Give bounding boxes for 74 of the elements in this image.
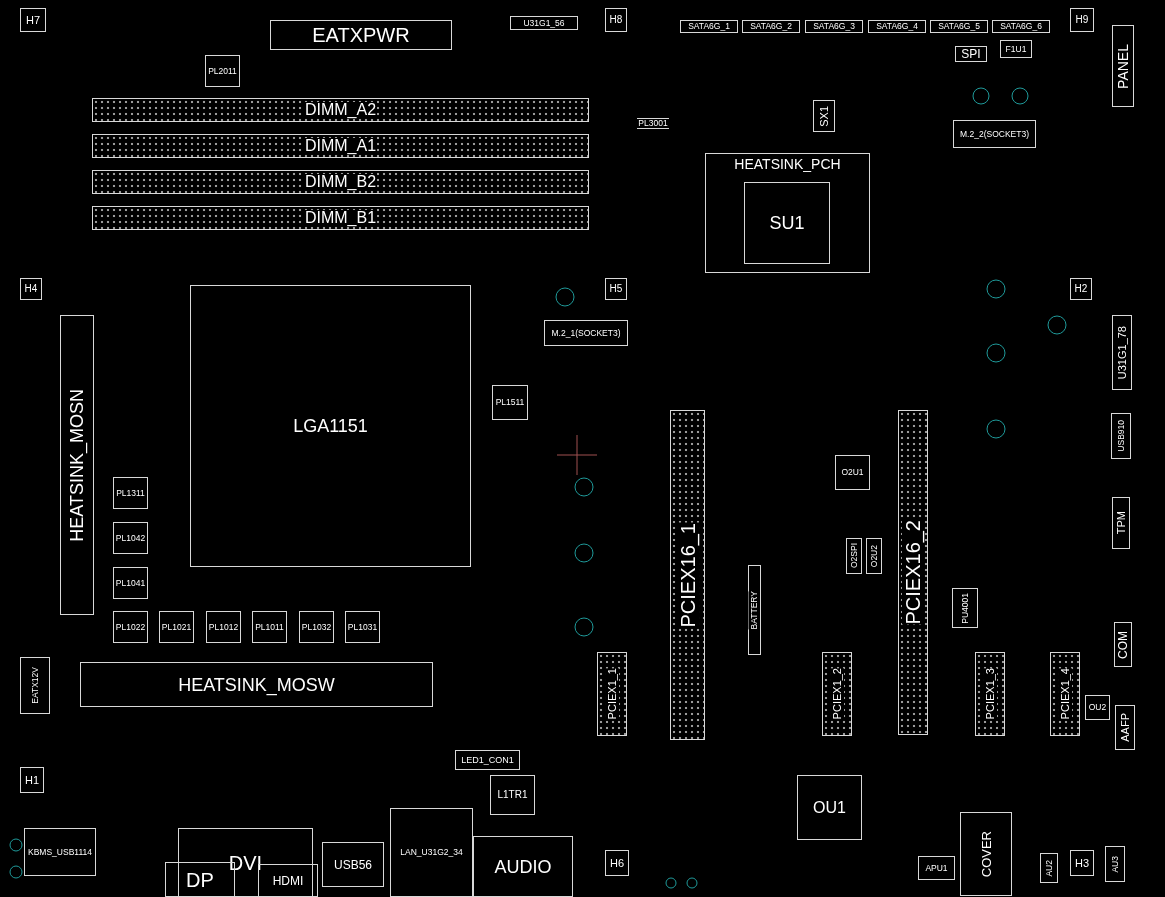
chip: AU3 bbox=[1105, 846, 1125, 882]
sata-connector: SATA6G_4 bbox=[868, 20, 926, 33]
heatsink-outline: COVER bbox=[960, 812, 1012, 896]
inductor: PL1021 bbox=[159, 611, 194, 643]
inductor: PL2011 bbox=[205, 55, 240, 87]
m2-socket: M.2_2(SOCKET3) bbox=[953, 120, 1036, 148]
mounting-hole: H2 bbox=[1070, 278, 1092, 300]
inductor: PL1031 bbox=[345, 611, 380, 643]
inductor: PL1011 bbox=[252, 611, 287, 643]
inductor: PL1042 bbox=[113, 522, 148, 554]
sata-connector: SATA6G_6 bbox=[992, 20, 1050, 33]
mounting-hole: H5 bbox=[605, 278, 627, 300]
heatsink-outline bbox=[705, 153, 870, 273]
connector: USB56 bbox=[322, 842, 384, 887]
memory-slot: DIMM_A2 bbox=[92, 98, 589, 122]
sata-connector: SATA6G_5 bbox=[930, 20, 988, 33]
inductor: PL1511 bbox=[492, 385, 528, 420]
heatsink-outline: HEATSINK_MOSN bbox=[60, 315, 94, 615]
sata-connector: SATA6G_2 bbox=[742, 20, 800, 33]
connector: KBMS_USB1114 bbox=[24, 828, 96, 876]
chip: O2U1 bbox=[835, 455, 870, 490]
inductor: PU4001 bbox=[952, 588, 978, 628]
expansion-slot: PCIEX1_4 bbox=[1050, 652, 1080, 736]
inductor: PL3001 bbox=[637, 118, 669, 129]
inductor: PL1041 bbox=[113, 567, 148, 599]
mounting-hole: H6 bbox=[605, 850, 629, 876]
memory-slot: DIMM_B2 bbox=[92, 170, 589, 194]
mounting-hole: H9 bbox=[1070, 8, 1094, 32]
inductor: PL1311 bbox=[113, 477, 148, 509]
connector: EATXPWR bbox=[270, 20, 452, 50]
chip: L1TR1 bbox=[490, 775, 535, 815]
chip: O2SPI bbox=[846, 538, 862, 574]
battery-holder: BATTERY bbox=[748, 565, 761, 655]
connector: EATX12V bbox=[20, 657, 50, 714]
connector: U31G1_56 bbox=[510, 16, 578, 30]
expansion-slot: PCIEX1_3 bbox=[975, 652, 1005, 736]
chip: O2U2 bbox=[866, 538, 882, 574]
chip: SU1 bbox=[744, 182, 830, 264]
mounting-hole: H1 bbox=[20, 767, 44, 793]
expansion-slot: PCIEX16_2 bbox=[898, 410, 928, 735]
chip: OU2 bbox=[1085, 695, 1110, 720]
connector: USB910 bbox=[1111, 413, 1131, 459]
mounting-hole: H8 bbox=[605, 8, 627, 32]
chip: SX1 bbox=[813, 100, 835, 132]
mounting-hole: H4 bbox=[20, 278, 42, 300]
m2-socket: M.2_1(SOCKET3) bbox=[544, 320, 628, 346]
chip: APU1 bbox=[918, 856, 955, 880]
mounting-hole: H7 bbox=[20, 8, 46, 32]
connector: U31G1_78 bbox=[1112, 315, 1132, 390]
cpu-socket: LGA1151 bbox=[190, 285, 471, 567]
sata-connector: SATA6G_3 bbox=[805, 20, 863, 33]
heatsink-label: HEATSINK_PCH bbox=[734, 157, 841, 171]
chip: OU1 bbox=[797, 775, 862, 840]
memory-slot: DIMM_A1 bbox=[92, 134, 589, 158]
inductor: PL1022 bbox=[113, 611, 148, 643]
inductor: PL1012 bbox=[206, 611, 241, 643]
heatsink-outline: HEATSINK_MOSW bbox=[80, 662, 433, 707]
inductor: PL1032 bbox=[299, 611, 334, 643]
expansion-slot: PCIEX1_2 bbox=[822, 652, 852, 736]
mounting-hole: H3 bbox=[1070, 850, 1094, 876]
connector: PANEL bbox=[1112, 25, 1134, 107]
connector: TPM bbox=[1112, 497, 1130, 549]
connector: AAFP bbox=[1115, 705, 1135, 750]
memory-slot: DIMM_B1 bbox=[92, 206, 589, 230]
connector: LAN_U31G2_34 bbox=[390, 808, 473, 897]
chip: AU2 bbox=[1040, 853, 1058, 883]
connector: COM bbox=[1114, 622, 1132, 667]
sata-connector: SATA6G_1 bbox=[680, 20, 738, 33]
expansion-slot: PCIEX1_1 bbox=[597, 652, 627, 736]
connector: LED1_CON1 bbox=[455, 750, 520, 770]
connector: AUDIO bbox=[473, 836, 573, 897]
expansion-slot: PCIEX16_1 bbox=[670, 410, 705, 740]
connector: SPI bbox=[955, 46, 987, 62]
chip: F1U1 bbox=[1000, 40, 1032, 58]
